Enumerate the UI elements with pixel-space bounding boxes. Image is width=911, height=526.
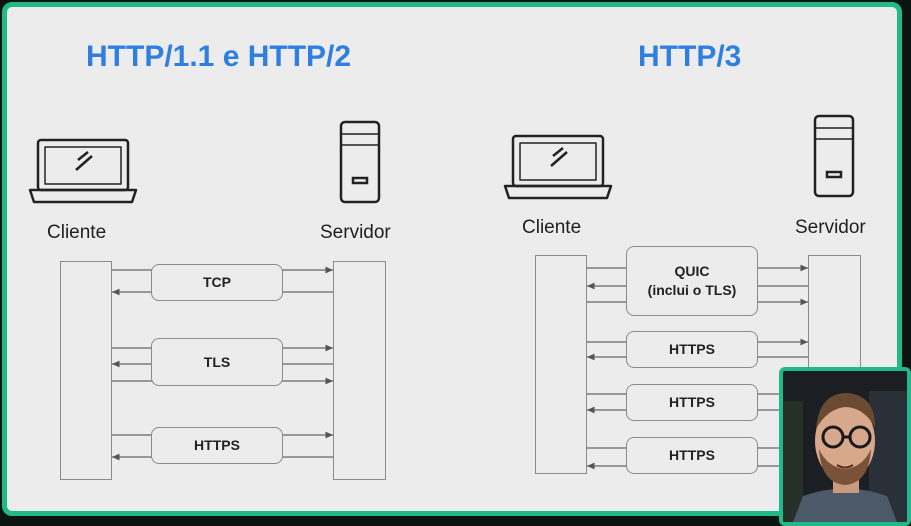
left-title: HTTP/1.1 e HTTP/2 [86, 40, 352, 73]
right-client-lifeline [535, 255, 587, 474]
step-box-https: HTTPS [151, 427, 283, 464]
right-server-label: Servidor [795, 217, 866, 238]
server-tower-icon [813, 114, 855, 198]
step-box-https: HTTPS [626, 384, 758, 421]
quic-label: QUIC [674, 263, 710, 279]
left-server-label: Servidor [320, 222, 391, 243]
laptop-icon [503, 134, 613, 200]
quic-sublabel: (inclui o TLS) [647, 282, 737, 298]
right-client-label: Cliente [522, 217, 582, 238]
presenter-webcam [779, 367, 911, 526]
step-box-tls: TLS [151, 338, 283, 386]
left-server-lifeline [333, 261, 386, 480]
left-client-label: Cliente [47, 222, 107, 243]
laptop-icon [28, 138, 138, 204]
right-title: HTTP/3 [638, 40, 742, 73]
step-box-quic: QUIC (inclui o TLS) [626, 246, 758, 316]
step-box-tcp: TCP [151, 264, 283, 301]
step-box-https: HTTPS [626, 437, 758, 474]
presenter-image [783, 371, 907, 522]
server-tower-icon [339, 120, 381, 204]
step-box-https: HTTPS [626, 331, 758, 368]
left-client-lifeline [60, 261, 112, 480]
